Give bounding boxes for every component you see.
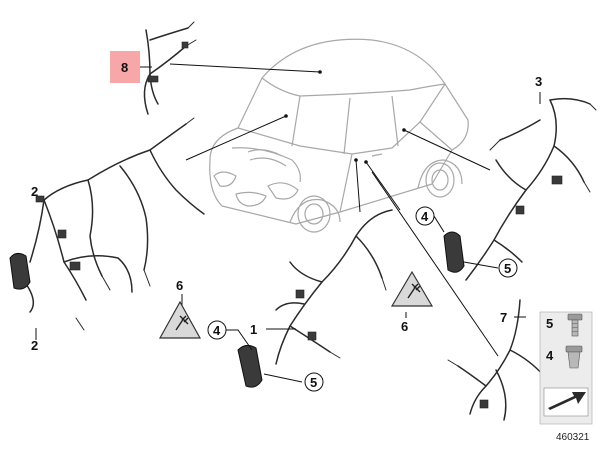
callout-8: 8 xyxy=(110,51,140,83)
callout-6-right-label: 6 xyxy=(401,319,408,334)
callout-2-label: 2 xyxy=(31,184,38,199)
harness-1 xyxy=(237,209,393,388)
callout-4-right: 4 xyxy=(415,206,435,226)
callout-6-left-label: 6 xyxy=(176,278,183,293)
callout-5-right: 5 xyxy=(498,258,518,278)
insert-nut-icon xyxy=(565,345,583,369)
parts-legend: 5 4 xyxy=(539,311,593,425)
reference-arrow-icon xyxy=(543,387,589,417)
callout-7-label: 7 xyxy=(500,310,507,325)
callout-5-left: 5 xyxy=(304,372,324,392)
callout-5-left-label: 5 xyxy=(310,375,317,390)
bolt-icon xyxy=(567,313,583,337)
plug-warning-triangle-left xyxy=(158,300,202,339)
plug-warning-triangle-right xyxy=(390,270,434,307)
plug-icon xyxy=(175,315,189,331)
callout-3-label: 3 xyxy=(535,74,542,89)
callout-1-label: 1 xyxy=(250,322,257,337)
door-lock-module-right xyxy=(443,231,465,273)
harness-3 xyxy=(443,97,597,281)
callout-4-right-label: 4 xyxy=(421,209,429,224)
highlight-box xyxy=(110,51,140,83)
legend-item-4-number: 4 xyxy=(546,348,554,363)
leader-lines xyxy=(35,63,541,383)
harness-2 xyxy=(9,117,205,331)
car-outline xyxy=(209,38,469,233)
callout-5-right-label: 5 xyxy=(504,261,511,276)
door-lock-module-center xyxy=(237,344,263,388)
callout-2b-label: 2 xyxy=(31,338,38,353)
callout-4-left-label: 4 xyxy=(213,323,221,338)
door-lock-module-left xyxy=(9,252,31,290)
plug-icon xyxy=(407,283,421,299)
diagram-number: 460321 xyxy=(556,432,590,443)
harness-8 xyxy=(143,21,197,115)
callout-8-label: 8 xyxy=(121,60,128,75)
callout-4-left: 4 xyxy=(207,320,227,340)
legend-item-5-number: 5 xyxy=(546,316,553,331)
harness-7 xyxy=(447,299,551,421)
